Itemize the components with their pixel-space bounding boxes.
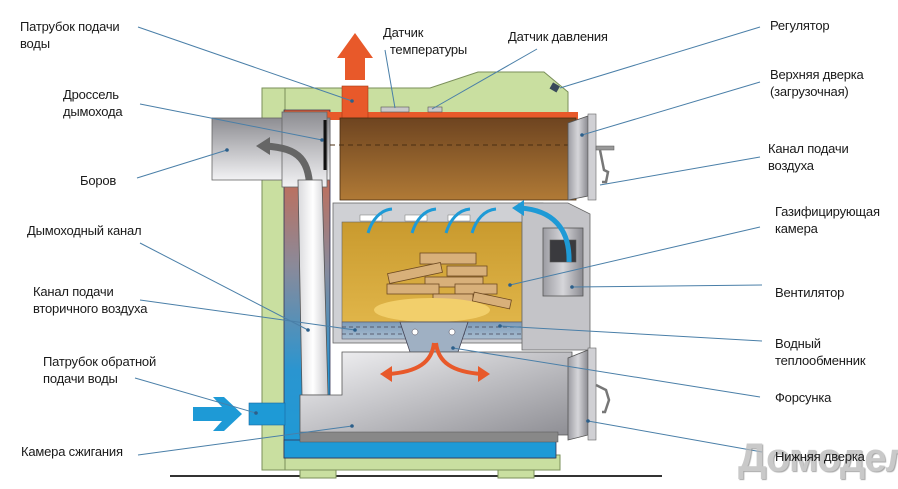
primary-air-arrow [519, 205, 572, 263]
secondary-air-arrows [366, 207, 497, 234]
label-nozzle: Форсунка [775, 390, 832, 405]
return-pipe [248, 402, 286, 426]
label-secondary-air-channel: Канал подачи вторичного воздуха [33, 284, 148, 316]
label-upper-door: Верхняя дверка (загрузочная) [770, 67, 864, 99]
label-air-supply-channel: Канал подачи воздуха [768, 141, 849, 173]
label-water-supply-pipe: Патрубок подачи воды [20, 19, 120, 51]
supply-pipe [341, 85, 369, 119]
label-flue-duct: Боров [80, 173, 117, 188]
combustion-chamber [299, 351, 573, 436]
label-gasification-chamber: Газифицирующая камера [775, 204, 880, 236]
lower-door-handle [595, 383, 611, 414]
regulator [549, 82, 560, 93]
leader-lines [134, 26, 763, 456]
label-water-heat-exchanger: Водный теплообменник [775, 336, 866, 368]
upper-door-handle [595, 145, 615, 151]
wood-logs [386, 252, 512, 310]
label-fan: Вентилятор [775, 285, 845, 300]
lower-door [567, 349, 589, 441]
label-combustion-chamber: Камера сжигания [21, 444, 123, 459]
label-temperature-sensor: Датчик температуры [383, 25, 468, 57]
upper-door [567, 115, 589, 201]
label-return-water-pipe: Патрубок обратной подачи воды [43, 354, 157, 386]
label-flue-damper: Дроссель дымохода [63, 87, 123, 119]
flame-arrows [387, 342, 483, 376]
air-slots [359, 214, 471, 222]
label-smoke-channel: Дымоходный канал [27, 223, 142, 238]
watermark: Домодел [738, 436, 898, 480]
label-lower-door: Нижняя дверка [775, 449, 865, 464]
label-regulator: Регулятор [770, 18, 830, 33]
glowing-coals [374, 298, 490, 322]
label-pressure-sensor: Датчик давления [508, 29, 608, 44]
hot-water-out-arrow [337, 33, 373, 80]
fuel-chamber [339, 117, 577, 201]
